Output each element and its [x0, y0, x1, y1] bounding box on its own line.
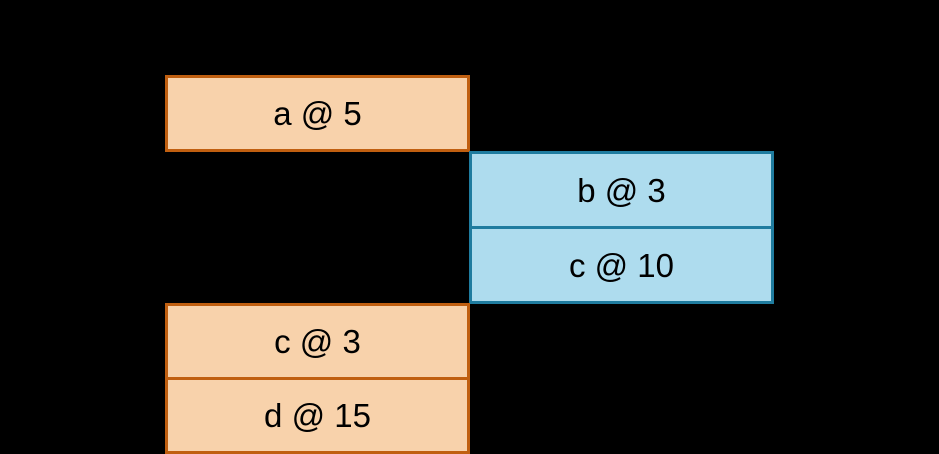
block-group-orange: c @ 3 d @ 15	[165, 303, 470, 454]
block-c-blue: c @ 10	[472, 226, 771, 301]
block-a: a @ 5	[165, 75, 470, 152]
block-c-orange: c @ 3	[274, 323, 361, 360]
block-group-blue: b @ 3 c @ 10	[469, 151, 774, 304]
block-b: b @ 3	[577, 171, 666, 209]
block-d: d @ 15	[168, 377, 467, 451]
